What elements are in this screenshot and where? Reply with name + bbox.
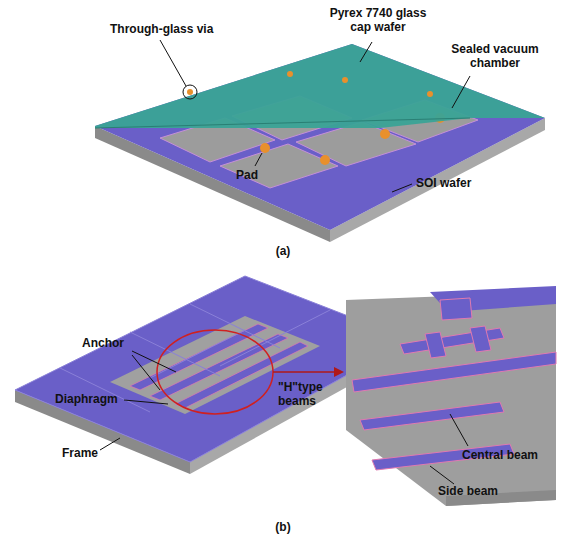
panel-label: (a): [268, 244, 298, 258]
callout-label: Pyrex 7740 glass cap wafer: [318, 6, 438, 35]
package-illustration: [95, 44, 545, 242]
callout-label: Frame: [62, 446, 112, 460]
callout-label: Pad: [236, 168, 276, 182]
panel-label: (b): [268, 520, 298, 534]
callout-label: Sealed vacuum chamber: [440, 42, 550, 71]
callout-label: Through-glass via: [110, 22, 230, 36]
zoom-illustration: [346, 286, 556, 506]
leader-lines: [100, 351, 468, 484]
leader-lines: [160, 40, 470, 192]
callout-label: Diaphragm: [55, 392, 135, 406]
zoom-arrow: [273, 367, 344, 377]
callout-label: Anchor: [82, 336, 142, 350]
callout-label: SOI wafer: [416, 176, 496, 190]
callout-label: Central beam: [462, 448, 557, 462]
callout-label: "H"type beams: [278, 380, 338, 409]
callout-label: Side beam: [438, 484, 528, 498]
